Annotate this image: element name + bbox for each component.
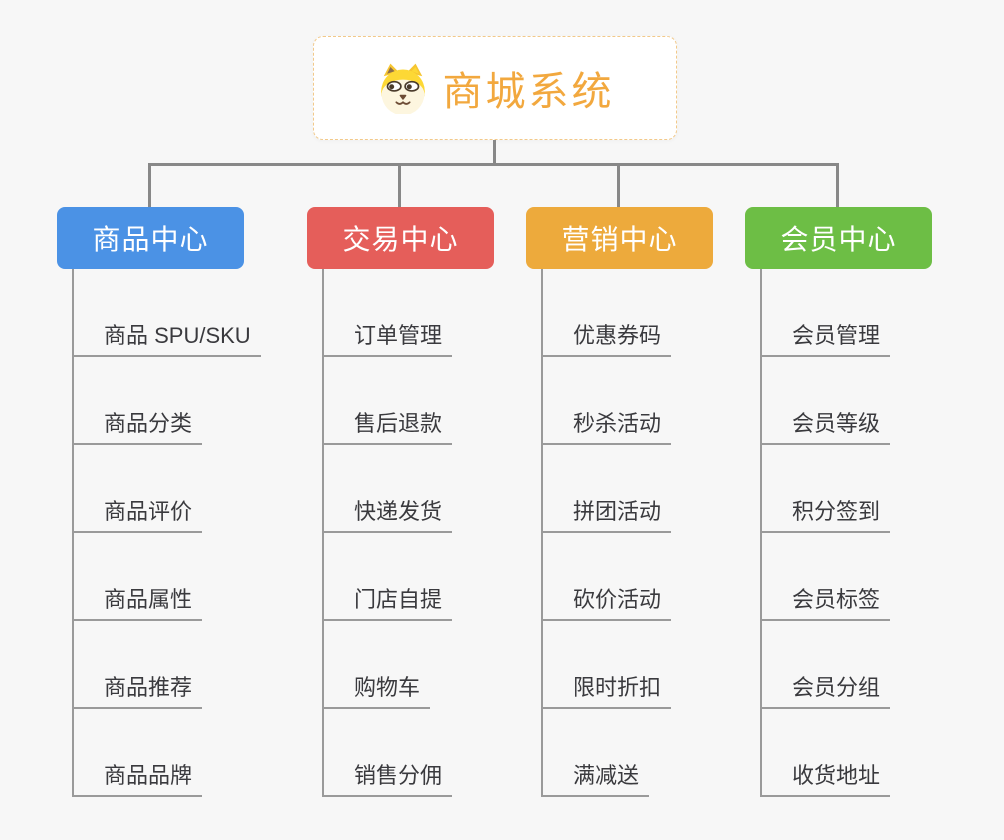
branch-items: 商品 SPU/SKU 商品分类商品评价商品属性商品推荐商品品牌 — [72, 269, 261, 797]
branch-label: 会员中心 — [780, 224, 897, 255]
branch-item[interactable]: 限时折扣 — [541, 621, 672, 709]
branch-label: 交易中心 — [342, 224, 459, 255]
branch-item-label: 会员管理 — [760, 318, 891, 357]
branch-item-label: 满减送 — [541, 758, 650, 797]
branch-item[interactable]: 会员标签 — [760, 533, 891, 621]
branch-items: 会员管理会员等级积分签到会员标签会员分组收货地址 — [760, 269, 891, 797]
branch-label: 商品中心 — [92, 224, 209, 255]
branch-item[interactable]: 商品品牌 — [72, 709, 261, 797]
branch-item[interactable]: 积分签到 — [760, 445, 891, 533]
branch-item[interactable]: 会员等级 — [760, 357, 891, 445]
branch-label: 营销中心 — [561, 224, 678, 255]
branch-item-label: 商品分类 — [72, 406, 203, 445]
branch-item[interactable]: 商品推荐 — [72, 621, 261, 709]
branch-item[interactable]: 门店自提 — [322, 533, 453, 621]
branch-item-label: 快递发货 — [322, 494, 453, 533]
branch-item[interactable]: 拼团活动 — [541, 445, 672, 533]
connector-root-stem — [493, 140, 496, 163]
connector-drop-4 — [836, 165, 839, 207]
branch-item[interactable]: 售后退款 — [322, 357, 453, 445]
connector-drop-3 — [617, 165, 620, 207]
branch-item[interactable]: 优惠券码 — [541, 269, 672, 357]
connector-bus — [148, 163, 839, 166]
branch-item[interactable]: 商品分类 — [72, 357, 261, 445]
branch-item-label: 购物车 — [322, 670, 431, 709]
branch-item-label: 商品属性 — [72, 582, 203, 621]
branch-header-3[interactable]: 营销中心 — [526, 207, 713, 269]
branch-item[interactable]: 秒杀活动 — [541, 357, 672, 445]
branch-item-label: 限时折扣 — [541, 670, 672, 709]
branch-item-label: 收货地址 — [760, 758, 891, 797]
branch-item-label: 会员等级 — [760, 406, 891, 445]
connector-drop-2 — [398, 165, 401, 207]
branch-item-label: 积分签到 — [760, 494, 891, 533]
branch-item[interactable]: 满减送 — [541, 709, 671, 797]
connector-drop-1 — [148, 165, 151, 207]
branch-item-label: 秒杀活动 — [541, 406, 672, 445]
branch-item-label: 砍价活动 — [541, 582, 672, 621]
branch-item-label: 拼团活动 — [541, 494, 672, 533]
branch-item[interactable]: 商品属性 — [72, 533, 261, 621]
branch-item[interactable]: 收货地址 — [760, 709, 891, 797]
branch-header-2[interactable]: 交易中心 — [307, 207, 494, 269]
branch-item-label: 售后退款 — [322, 406, 453, 445]
branch-item-label: 门店自提 — [322, 582, 453, 621]
branch-item[interactable]: 订单管理 — [322, 269, 453, 357]
branch-item-label: 商品品牌 — [72, 758, 203, 797]
branch-item-label: 会员分组 — [760, 670, 891, 709]
dog-face-icon — [380, 63, 425, 114]
branch-item-label: 优惠券码 — [541, 318, 672, 357]
branch-3: 营销中心 优惠券码秒杀活动拼团活动砍价活动限时折扣满减送 — [526, 207, 776, 797]
branch-items: 订单管理售后退款快递发货门店自提购物车销售分佣 — [322, 269, 453, 797]
branch-2: 交易中心 订单管理售后退款快递发货门店自提购物车销售分佣 — [307, 207, 557, 797]
branch-1: 商品中心 商品 SPU/SKU 商品分类商品评价商品属性商品推荐商品品牌 — [57, 207, 307, 797]
branch-item-label: 商品推荐 — [72, 670, 203, 709]
branch-item[interactable]: 会员管理 — [760, 269, 891, 357]
branch-item[interactable]: 购物车 — [322, 621, 452, 709]
root-title: 商城系统 — [442, 70, 615, 114]
branch-item-label: 商品评价 — [72, 494, 203, 533]
branch-item[interactable]: 快递发货 — [322, 445, 453, 533]
branch-item[interactable]: 商品评价 — [72, 445, 261, 533]
branch-item[interactable]: 商品 SPU/SKU — [72, 269, 261, 357]
branch-item-label: 订单管理 — [322, 318, 453, 357]
branch-item[interactable]: 砍价活动 — [541, 533, 672, 621]
branch-item-label: 商品 SPU/SKU — [72, 318, 261, 357]
branch-item[interactable]: 会员分组 — [760, 621, 891, 709]
branch-header-4[interactable]: 会员中心 — [745, 207, 932, 269]
branch-item-label: 会员标签 — [760, 582, 891, 621]
branch-header-1[interactable]: 商品中心 — [57, 207, 244, 269]
branch-item[interactable]: 销售分佣 — [322, 709, 453, 797]
branch-item-label: 销售分佣 — [322, 758, 453, 797]
root-node[interactable]: 商城系统 — [313, 36, 677, 140]
branch-4: 会员中心 会员管理会员等级积分签到会员标签会员分组收货地址 — [745, 207, 995, 797]
branch-items: 优惠券码秒杀活动拼团活动砍价活动限时折扣满减送 — [541, 269, 672, 797]
